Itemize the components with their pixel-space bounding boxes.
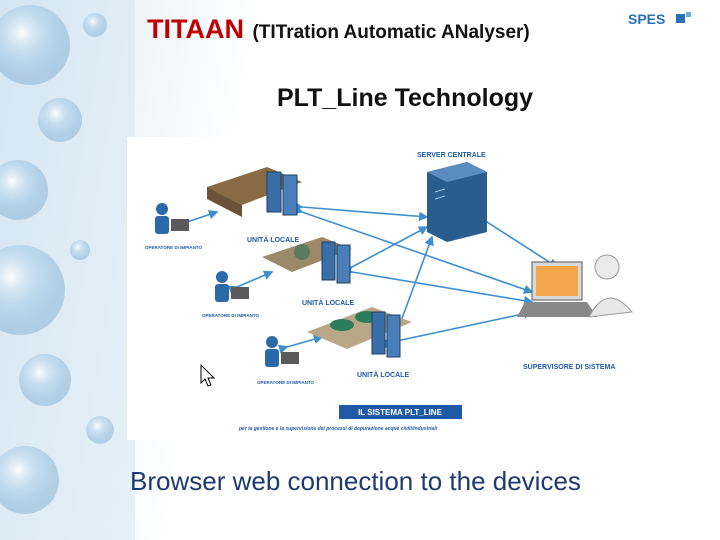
title-main: TITAAN — [147, 14, 244, 44]
spes-logo: SPES — [628, 11, 691, 27]
operator-label-1: OPERATORE DI IMPIANTO — [145, 245, 203, 250]
footer-caption: Browser web connection to the devices — [130, 466, 581, 496]
central-server-icon — [427, 162, 487, 242]
local-unit-label-3: UNITÀ LOCALE — [357, 370, 409, 379]
local-unit-label-1: UNITÀ LOCALE — [247, 235, 299, 244]
plant-2-image — [262, 237, 352, 284]
server-label: SERVER CENTRALE — [417, 152, 486, 159]
plant-3-image — [307, 307, 412, 358]
local-unit-label-2: UNITÀ LOCALE — [302, 298, 354, 307]
operator-label-2: OPERATORE DI IMPIANTO — [202, 313, 260, 318]
svg-text:SPES: SPES — [628, 11, 665, 27]
plant-1-image — [207, 167, 302, 217]
connection-arrows — [177, 201, 559, 354]
section-heading: PLT_Line Technology — [276, 84, 534, 112]
title-subtitle: (TITration Automatic ANalyser) — [252, 22, 530, 43]
mouse-pointer-icon — [200, 364, 216, 387]
slide-title: TITAAN (TITration Automatic ANalyser) — [147, 14, 530, 45]
supervisor-label: SUPERVISORE DI SISTEMA — [523, 364, 615, 371]
system-title-banner — [339, 405, 462, 419]
operator-2-icon — [215, 271, 249, 302]
operator-3-icon — [265, 336, 299, 367]
operator-1-icon — [155, 203, 189, 234]
water-drops-decoration — [0, 0, 135, 540]
plt-line-system-diagram: SERVER CENTRALE UNITÀ LOCALE UNITÀ LOCAL… — [127, 137, 657, 440]
operator-label-3: OPERATORE DI IMPIANTO — [257, 380, 315, 385]
system-caption: per la gestione e la supervisione dei pr… — [238, 426, 438, 432]
system-title: IL SISTEMA PLT_LINE — [358, 408, 443, 417]
supervisor-workstation-icon — [517, 254, 633, 318]
